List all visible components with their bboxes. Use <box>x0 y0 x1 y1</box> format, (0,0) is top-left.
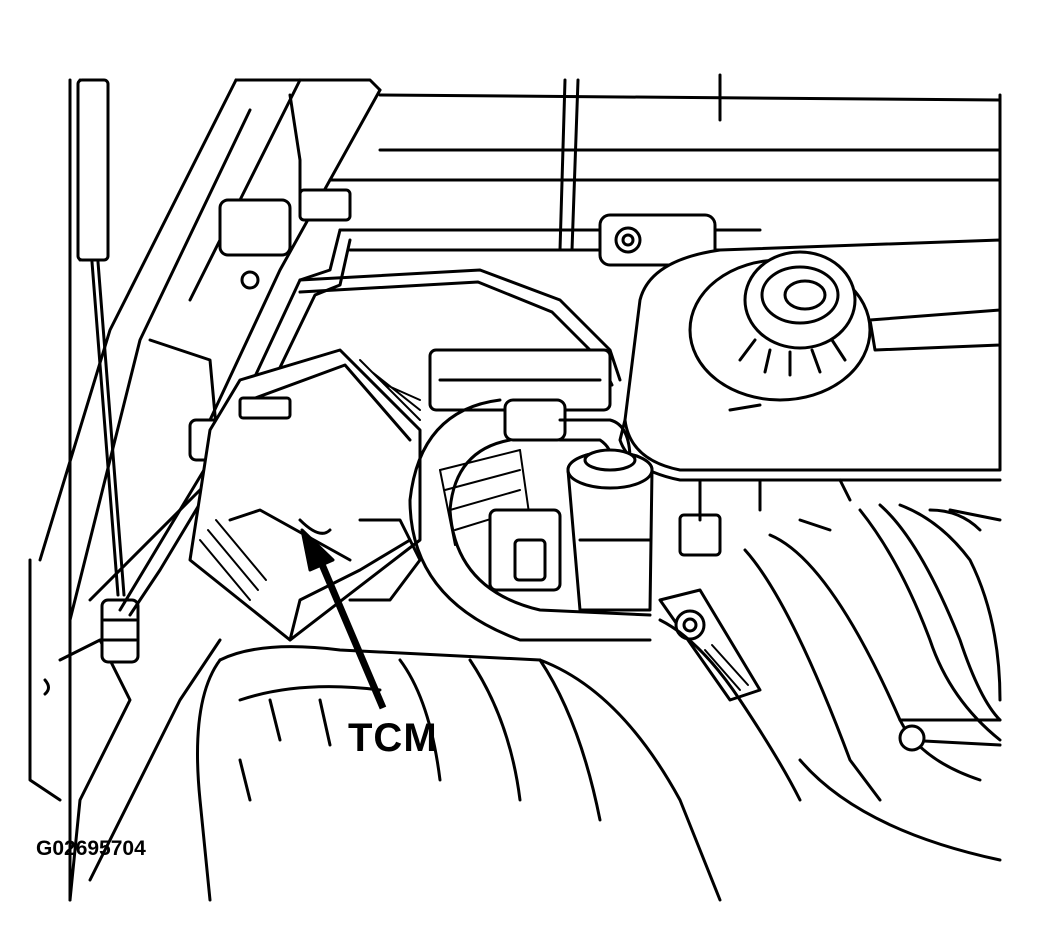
intake-housing <box>43 645 722 902</box>
tcm-module <box>188 348 422 642</box>
vacuum-hose <box>408 398 652 642</box>
wiring-loom <box>118 93 352 617</box>
air-intake-duct <box>658 503 1002 862</box>
tcm-callout-arrow <box>300 528 387 710</box>
hood-strut <box>76 78 140 664</box>
hose-clamp <box>658 588 762 702</box>
figure-id-label: G02695704 <box>36 837 146 860</box>
coolant-reservoir <box>618 238 1002 512</box>
tcm-callout-label: TCM <box>348 716 438 760</box>
filter-canister <box>566 448 722 612</box>
